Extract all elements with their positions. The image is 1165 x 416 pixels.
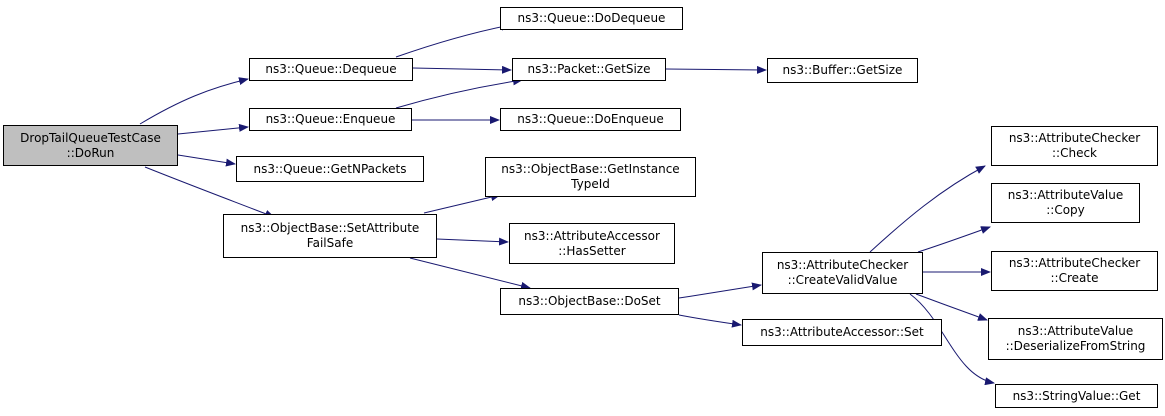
edge-createvalid-deser bbox=[915, 293, 988, 321]
node-root-dotailqueuetestcase-dorun: DropTailQueueTestCase ::DoRun bbox=[3, 125, 178, 166]
node-label-line: ns3::ObjectBase::GetInstance bbox=[501, 162, 680, 176]
edge-root-getnpackets bbox=[177, 154, 236, 167]
node-attributevalue-copy[interactable]: ns3::AttributeValue ::Copy bbox=[991, 183, 1140, 223]
node-label-line: ns3::StringValue::Get bbox=[1012, 388, 1141, 403]
node-label-line: ::DeserializeFromString bbox=[1005, 339, 1146, 353]
node-stringvalue-get[interactable]: ns3::StringValue::Get bbox=[995, 384, 1158, 408]
node-attributeaccessor-set[interactable]: ns3::AttributeAccessor::Set bbox=[742, 319, 942, 346]
node-objectbase-setattributefailsafe[interactable]: ns3::ObjectBase::SetAttribute FailSafe bbox=[223, 214, 437, 258]
node-label-line: ns3::AttributeChecker bbox=[1008, 131, 1141, 145]
edge-setattrfs-hassetter bbox=[436, 237, 509, 246]
node-label-line: ns3::Queue::Enqueue bbox=[265, 112, 396, 126]
edge-root-setattrfs bbox=[144, 166, 275, 218]
node-queue-dequeue[interactable]: ns3::Queue::Dequeue bbox=[249, 58, 413, 81]
node-label-line: ns3::AttributeChecker bbox=[776, 258, 909, 272]
node-packet-getsize[interactable]: ns3::Packet::GetSize bbox=[512, 58, 666, 81]
node-label-line: ns3::Queue::DoEnqueue bbox=[517, 112, 664, 126]
node-attributechecker-create[interactable]: ns3::AttributeChecker ::Create bbox=[991, 251, 1158, 291]
edge-dequeue-pktgetsize bbox=[412, 65, 512, 74]
node-label-line: ns3::ObjectBase::DoSet bbox=[518, 294, 661, 308]
node-label-line: ns3::Buffer::GetSize bbox=[782, 63, 903, 77]
node-label-line: ns3::Queue::DoDequeue bbox=[517, 11, 666, 25]
edge-createvalid-strget bbox=[909, 293, 995, 386]
node-label-line: ns3::AttributeValue bbox=[1007, 188, 1124, 202]
node-label-line: ::Check bbox=[1052, 146, 1097, 160]
edge-doset-createvalid bbox=[678, 282, 762, 299]
node-label-line: ns3::ObjectBase::SetAttribute bbox=[240, 221, 420, 235]
node-label-line: TypeId bbox=[571, 177, 610, 191]
node-queue-doenqueue[interactable]: ns3::Queue::DoEnqueue bbox=[500, 108, 681, 131]
node-objectbase-getinstancetypeid[interactable]: ns3::ObjectBase::GetInstance TypeId bbox=[485, 157, 696, 197]
node-label-line: ::CreateValidValue bbox=[787, 273, 898, 287]
node-buffer-getsize[interactable]: ns3::Buffer::GetSize bbox=[767, 58, 918, 83]
node-attributechecker-createvalidvalue[interactable]: ns3::AttributeChecker ::CreateValidValue bbox=[762, 252, 923, 294]
edge-pktgetsize-bufgetsize bbox=[665, 65, 767, 74]
node-attributeaccessor-hassetter[interactable]: ns3::AttributeAccessor ::HasSetter bbox=[509, 223, 675, 264]
node-attributechecker-check[interactable]: ns3::AttributeChecker ::Check bbox=[991, 126, 1158, 166]
node-label-line: ::HasSetter bbox=[558, 243, 626, 258]
node-label-line: ::Copy bbox=[1046, 203, 1085, 217]
node-label-line: ns3::AttributeAccessor bbox=[524, 228, 660, 243]
node-attributevalue-deserializefromstring[interactable]: ns3::AttributeValue ::DeserializeFromStr… bbox=[988, 318, 1163, 360]
node-label-line: ns3::AttributeValue bbox=[1017, 324, 1134, 338]
node-objectbase-doset[interactable]: ns3::ObjectBase::DoSet bbox=[500, 288, 679, 315]
node-label-line: ns3::Packet::GetSize bbox=[527, 62, 651, 76]
edge-root-enqueue bbox=[177, 123, 249, 135]
node-queue-getnpackets[interactable]: ns3::Queue::GetNPackets bbox=[236, 156, 424, 182]
node-label-line: ::Create bbox=[1050, 271, 1099, 285]
node-label-line: ns3::AttributeAccessor::Set bbox=[760, 325, 924, 339]
node-label-line: ns3::Queue::GetNPackets bbox=[253, 161, 407, 176]
edge-dequeue-dodequeue bbox=[395, 22, 511, 58]
node-label-line: DropTailQueueTestCase bbox=[20, 130, 161, 145]
edge-root-dequeue bbox=[139, 77, 249, 125]
node-queue-dodequeue[interactable]: ns3::Queue::DoDequeue bbox=[500, 7, 683, 30]
edge-setattrfs-getinsttid bbox=[423, 193, 501, 214]
edge-enqueue-pktgetsize bbox=[395, 77, 523, 109]
edge-createvalid-check bbox=[869, 165, 986, 253]
node-label-line: ::DoRun bbox=[66, 145, 115, 160]
edge-setattrfs-doset bbox=[409, 257, 531, 290]
node-label-line: FailSafe bbox=[306, 236, 354, 250]
node-label-line: ns3::AttributeChecker bbox=[1008, 256, 1141, 270]
node-label-line: ns3::Queue::Dequeue bbox=[265, 62, 397, 76]
node-queue-enqueue[interactable]: ns3::Queue::Enqueue bbox=[249, 108, 412, 131]
edge-doset-accset bbox=[678, 314, 742, 328]
edge-createvalid-copy bbox=[917, 226, 991, 253]
